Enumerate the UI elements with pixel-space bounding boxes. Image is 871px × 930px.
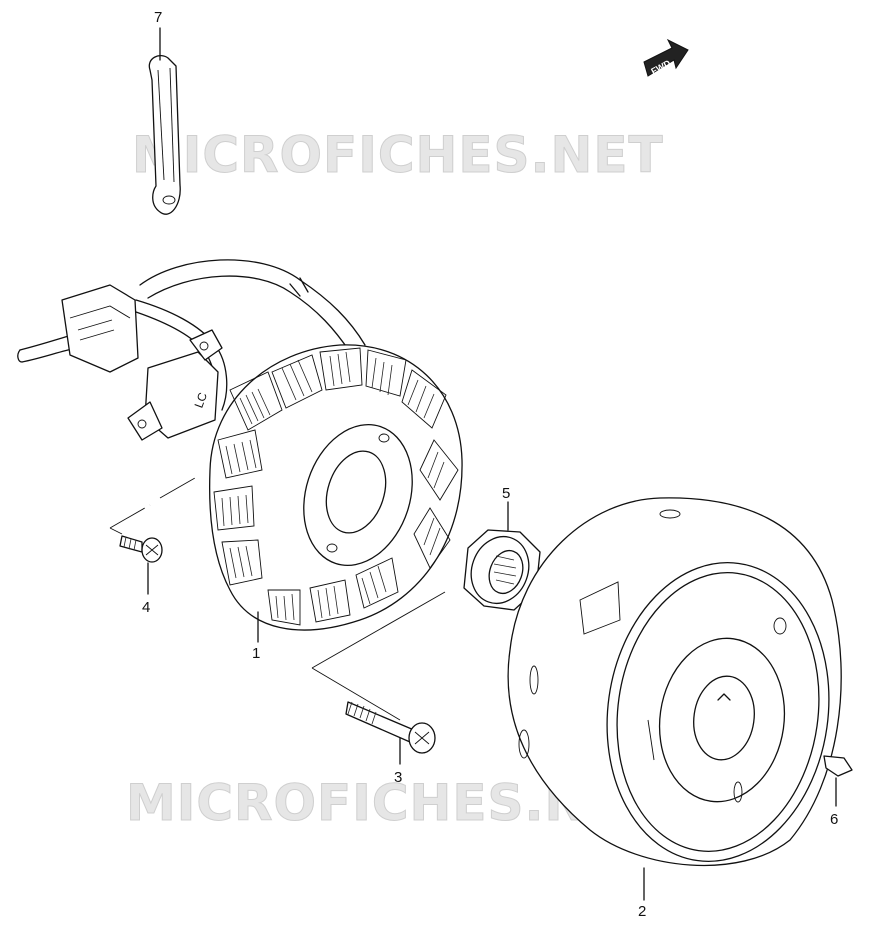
- callout-7: 7: [154, 9, 162, 26]
- callout-2: 2: [638, 903, 646, 920]
- watermark-top: MICROFICHES.NET: [132, 126, 664, 184]
- callout-1: 1: [252, 645, 260, 662]
- part-5-nut: [463, 529, 541, 611]
- part-6-key: [823, 755, 853, 777]
- connector-lc-label: LC: [192, 390, 211, 410]
- wiring-harness: LC: [17, 259, 366, 441]
- callout-5: 5: [502, 485, 510, 502]
- part-3-bolt: [345, 701, 436, 754]
- part-4-screw: [119, 535, 163, 563]
- dashline-4: [109, 477, 196, 535]
- callout-4: 4: [142, 599, 150, 616]
- part-2-rotor: [507, 497, 842, 867]
- callout-3: 3: [394, 769, 402, 786]
- dashline-3: [311, 591, 446, 721]
- part-7-clamp: [148, 55, 181, 215]
- callout-6: 6: [830, 811, 838, 828]
- part-1-stator: [209, 344, 463, 631]
- fwd-arrow-icon: FWD: [643, 38, 689, 77]
